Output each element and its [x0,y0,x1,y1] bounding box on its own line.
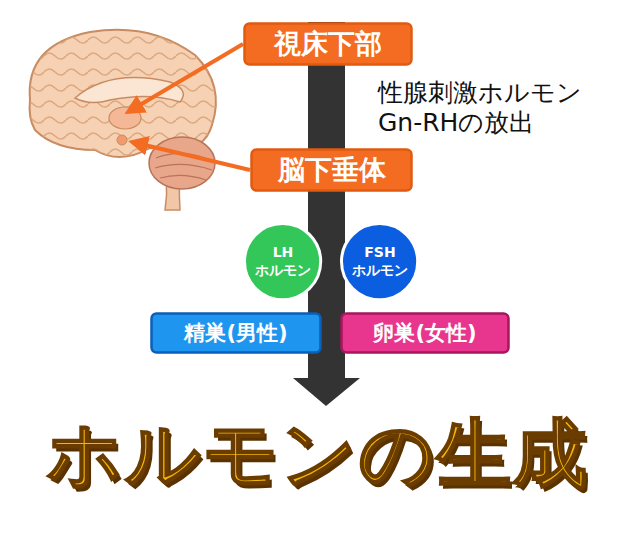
node-label: 精巣(男性) [184,320,287,346]
brain-illustration [30,30,216,210]
node-label: LH ホルモン [252,244,314,279]
node-label: FSH ホルモン [349,244,411,279]
node-label: 視床下部 [274,27,382,61]
process-box: 脳下垂体 [250,148,413,192]
annotation-label: 性腺刺激ホルモン Gn-RHの放出 [378,78,628,138]
diagram-title: ホルモンの生成 [47,405,589,505]
hormone-circle: LH ホルモン [243,222,322,301]
node-label: 卵巣(女性) [373,320,476,346]
pointer-lines [128,44,250,170]
organ-box: 精巣(男性) [150,312,322,354]
organ-box: 卵巣(女性) [340,312,510,354]
process-box: 視床下部 [243,22,413,66]
node-label: 脳下垂体 [278,153,386,187]
hormone-circle: FSH ホルモン [340,222,419,301]
